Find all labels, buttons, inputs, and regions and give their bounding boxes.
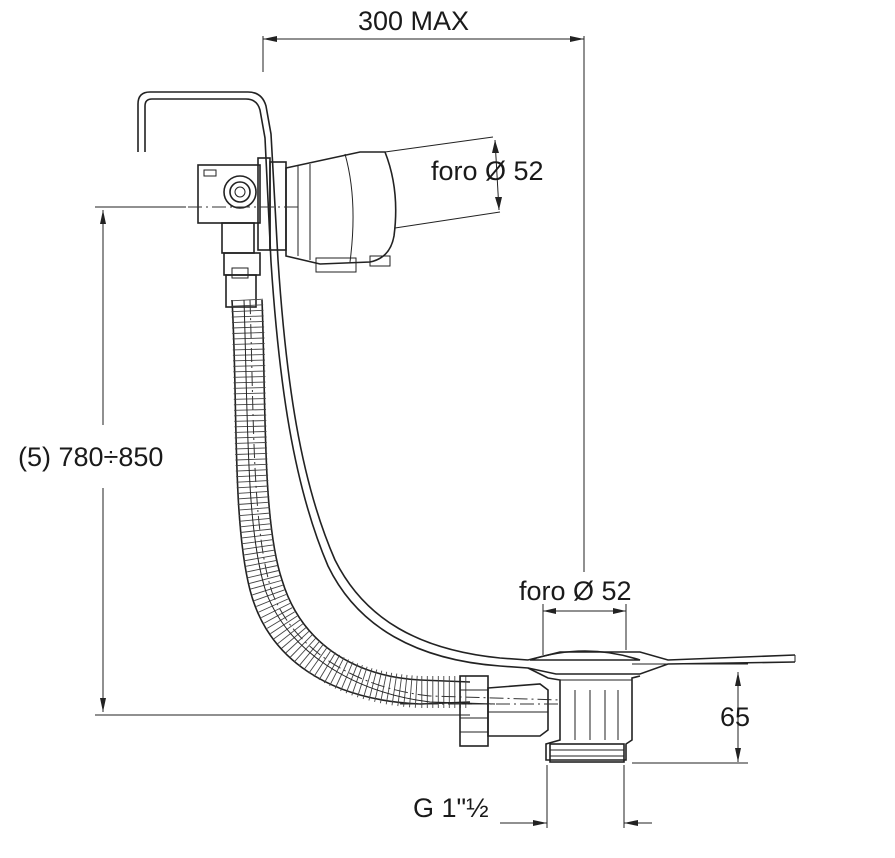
hose-rib	[231, 304, 264, 307]
hose-rib	[239, 523, 272, 528]
dim-thread	[500, 765, 652, 828]
hose-rib	[234, 409, 267, 411]
hose-rib	[362, 668, 373, 700]
hose-rib	[285, 630, 310, 654]
overflow-head	[188, 151, 397, 308]
hose-rib	[258, 598, 289, 613]
hose-rib	[233, 387, 266, 389]
hose-rib	[232, 354, 265, 356]
label-waste-hole: foro Ø 52	[519, 576, 632, 606]
hose-rib	[256, 594, 287, 607]
hose-rib	[236, 485, 269, 489]
hose-rib	[233, 398, 266, 400]
hose-rib	[231, 309, 264, 313]
label-top-width: 300 MAX	[358, 6, 469, 36]
dim-waste-hole	[542, 604, 627, 655]
hose-rib	[233, 392, 266, 395]
hose-rib	[252, 584, 283, 596]
hose-rib	[289, 634, 313, 658]
hose-rib	[236, 490, 269, 494]
hose-rib	[263, 607, 293, 624]
hose-rib	[232, 359, 266, 362]
hose-rib	[232, 326, 265, 329]
label-thread: G 1"½	[413, 793, 489, 823]
hose-rib	[235, 469, 268, 472]
hose-rib	[244, 554, 276, 562]
hose-rib	[351, 664, 363, 696]
label-waste-depth: 65	[720, 702, 750, 732]
hose-rib	[240, 528, 273, 533]
hose-rib	[345, 663, 359, 694]
hose-rib	[233, 376, 266, 378]
hose-rib	[238, 507, 271, 511]
hose-rib	[294, 637, 317, 663]
hose-rib	[298, 640, 320, 667]
hose-rib	[236, 474, 269, 478]
hose-rib	[234, 431, 267, 433]
hose-rib	[235, 463, 268, 467]
hose-rib	[356, 666, 368, 698]
hose-rib	[240, 533, 273, 539]
hose-rib	[246, 565, 278, 573]
hose-rib	[234, 447, 268, 450]
hose-rib	[397, 674, 403, 707]
hose-rib	[281, 627, 307, 649]
hose-rib	[236, 480, 269, 483]
hose-rib	[340, 661, 354, 692]
hose-rib	[233, 381, 266, 384]
dim-top-width	[262, 36, 585, 572]
hose-rib	[232, 332, 265, 334]
hose-rib	[232, 343, 265, 345]
hose-ribs	[230, 298, 467, 708]
hose-rib	[254, 589, 285, 602]
hose-rib	[232, 337, 265, 340]
hose-rib	[242, 544, 275, 550]
hose-rib	[409, 675, 413, 708]
hose-rib	[230, 298, 264, 302]
hose-rib	[241, 539, 274, 545]
hose-rib	[308, 646, 328, 674]
label-overflow-hole: foro Ø 52	[431, 156, 544, 186]
hose-rib	[234, 442, 267, 444]
hose-rib	[303, 643, 324, 670]
hose-rib	[231, 315, 264, 318]
hose-rib	[235, 458, 268, 461]
hose-rib	[248, 574, 281, 585]
hose-rib	[374, 670, 383, 703]
hose-rib	[414, 675, 418, 708]
label-height: (5) 780÷850	[18, 442, 163, 472]
hose-rib	[403, 674, 408, 707]
dim-height	[95, 206, 470, 716]
hose-rib	[233, 370, 266, 373]
hose-rib	[237, 501, 270, 505]
hose-rib	[234, 420, 267, 422]
hose-rib	[232, 348, 265, 351]
hose-rib	[239, 517, 271, 522]
hose-rib	[379, 671, 388, 704]
hose-rib	[313, 649, 332, 677]
hose-rib	[368, 669, 378, 701]
dim-overflow-hole	[384, 136, 502, 229]
waste-body	[400, 650, 641, 763]
hose-rib	[234, 425, 267, 428]
hose-rib	[261, 602, 291, 619]
hose-rib	[235, 452, 268, 455]
hose-rib	[243, 549, 275, 556]
hose-rib	[231, 320, 264, 324]
hose-rib	[234, 414, 267, 417]
hose-rib	[245, 559, 277, 567]
hose-rib	[233, 365, 266, 367]
hose-rib	[238, 512, 271, 517]
hose-rib	[250, 580, 282, 590]
hose-rib	[237, 496, 270, 500]
hose-rib	[234, 436, 267, 439]
hose-rib	[247, 570, 279, 579]
hose-rib	[233, 403, 266, 406]
